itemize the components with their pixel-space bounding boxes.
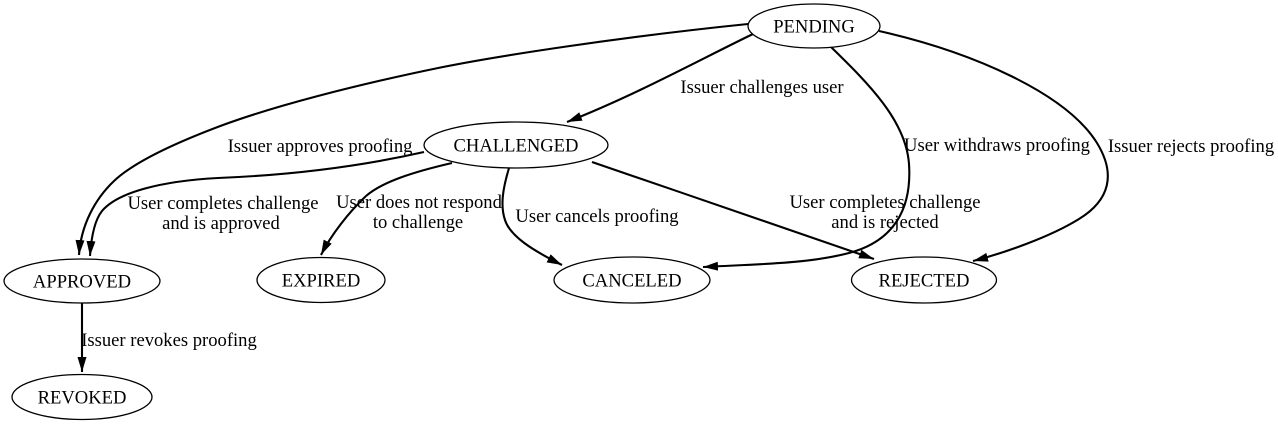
nodes-layer: PENDING CHALLENGED APPROVED EXPIRED CANC…: [3, 3, 998, 421]
edge-label-challenged-approved-line2: and is approved: [162, 213, 280, 234]
node-revoked-ellipse: [11, 373, 153, 421]
node-challenged: CHALLENGED: [423, 121, 609, 169]
node-revoked: REVOKED: [11, 373, 153, 421]
node-approved-ellipse: [3, 258, 161, 304]
edge-pending-rejected: [878, 29, 1109, 263]
edge-label-approved-revoked: Issuer revokes proofing: [81, 330, 257, 351]
node-expired: EXPIRED: [256, 256, 386, 304]
node-pending: PENDING: [747, 3, 881, 49]
edge-labels-layer: Issuer challenges user Issuer approves p…: [81, 77, 1274, 351]
node-rejected: REJECTED: [850, 256, 998, 304]
node-canceled-ellipse: [553, 256, 711, 304]
edge-challenged-canceled: [501, 167, 563, 266]
edge-label-challenged-expired-line1: User does not respond: [336, 192, 502, 213]
node-expired-ellipse: [256, 256, 386, 304]
edge-label-challenged-rejected: User completes challenge and is rejected: [789, 192, 980, 233]
node-canceled-label: CANCELED: [582, 271, 681, 292]
node-challenged-label: CHALLENGED: [454, 136, 579, 157]
edge-label-challenged-expired: User does not respond to challenge: [336, 192, 502, 233]
edge-pending-canceled: [702, 46, 911, 271]
node-rejected-ellipse: [850, 256, 998, 304]
edges-layer: [75, 22, 1109, 372]
node-pending-label: PENDING: [773, 17, 855, 38]
edge-challenged-approved: [86, 150, 425, 257]
edge-label-challenged-approved-line1: User completes challenge: [127, 193, 318, 214]
node-challenged-ellipse: [423, 121, 609, 169]
edge-label-challenged-canceled: User cancels proofing: [515, 206, 678, 227]
node-approved-label: APPROVED: [33, 272, 131, 293]
edge-pending-challenged: [566, 33, 754, 123]
edge-label-challenged-expired-line2: to challenge: [373, 212, 463, 233]
node-rejected-label: REJECTED: [879, 271, 970, 292]
edge-label-pending-challenged: Issuer challenges user: [680, 77, 844, 98]
node-expired-label: EXPIRED: [282, 271, 361, 292]
edge-label-pending-approved: Issuer approves proofing: [228, 136, 413, 157]
edge-label-challenged-approved: User completes challenge and is approved: [127, 193, 318, 234]
node-revoked-label: REVOKED: [38, 388, 127, 409]
edge-label-pending-rejected: Issuer rejects proofing: [1108, 136, 1274, 157]
edge-label-pending-canceled: User withdraws proofing: [904, 135, 1090, 156]
edge-pending-approved: [75, 22, 749, 256]
edge-challenged-rejected: [591, 161, 875, 260]
node-pending-ellipse: [747, 3, 881, 49]
node-approved: APPROVED: [3, 258, 161, 304]
node-canceled: CANCELED: [553, 256, 711, 304]
edge-challenged-expired: [320, 161, 453, 256]
edge-label-challenged-rejected-line1: User completes challenge: [789, 192, 980, 213]
edge-label-challenged-rejected-line2: and is rejected: [831, 212, 939, 233]
